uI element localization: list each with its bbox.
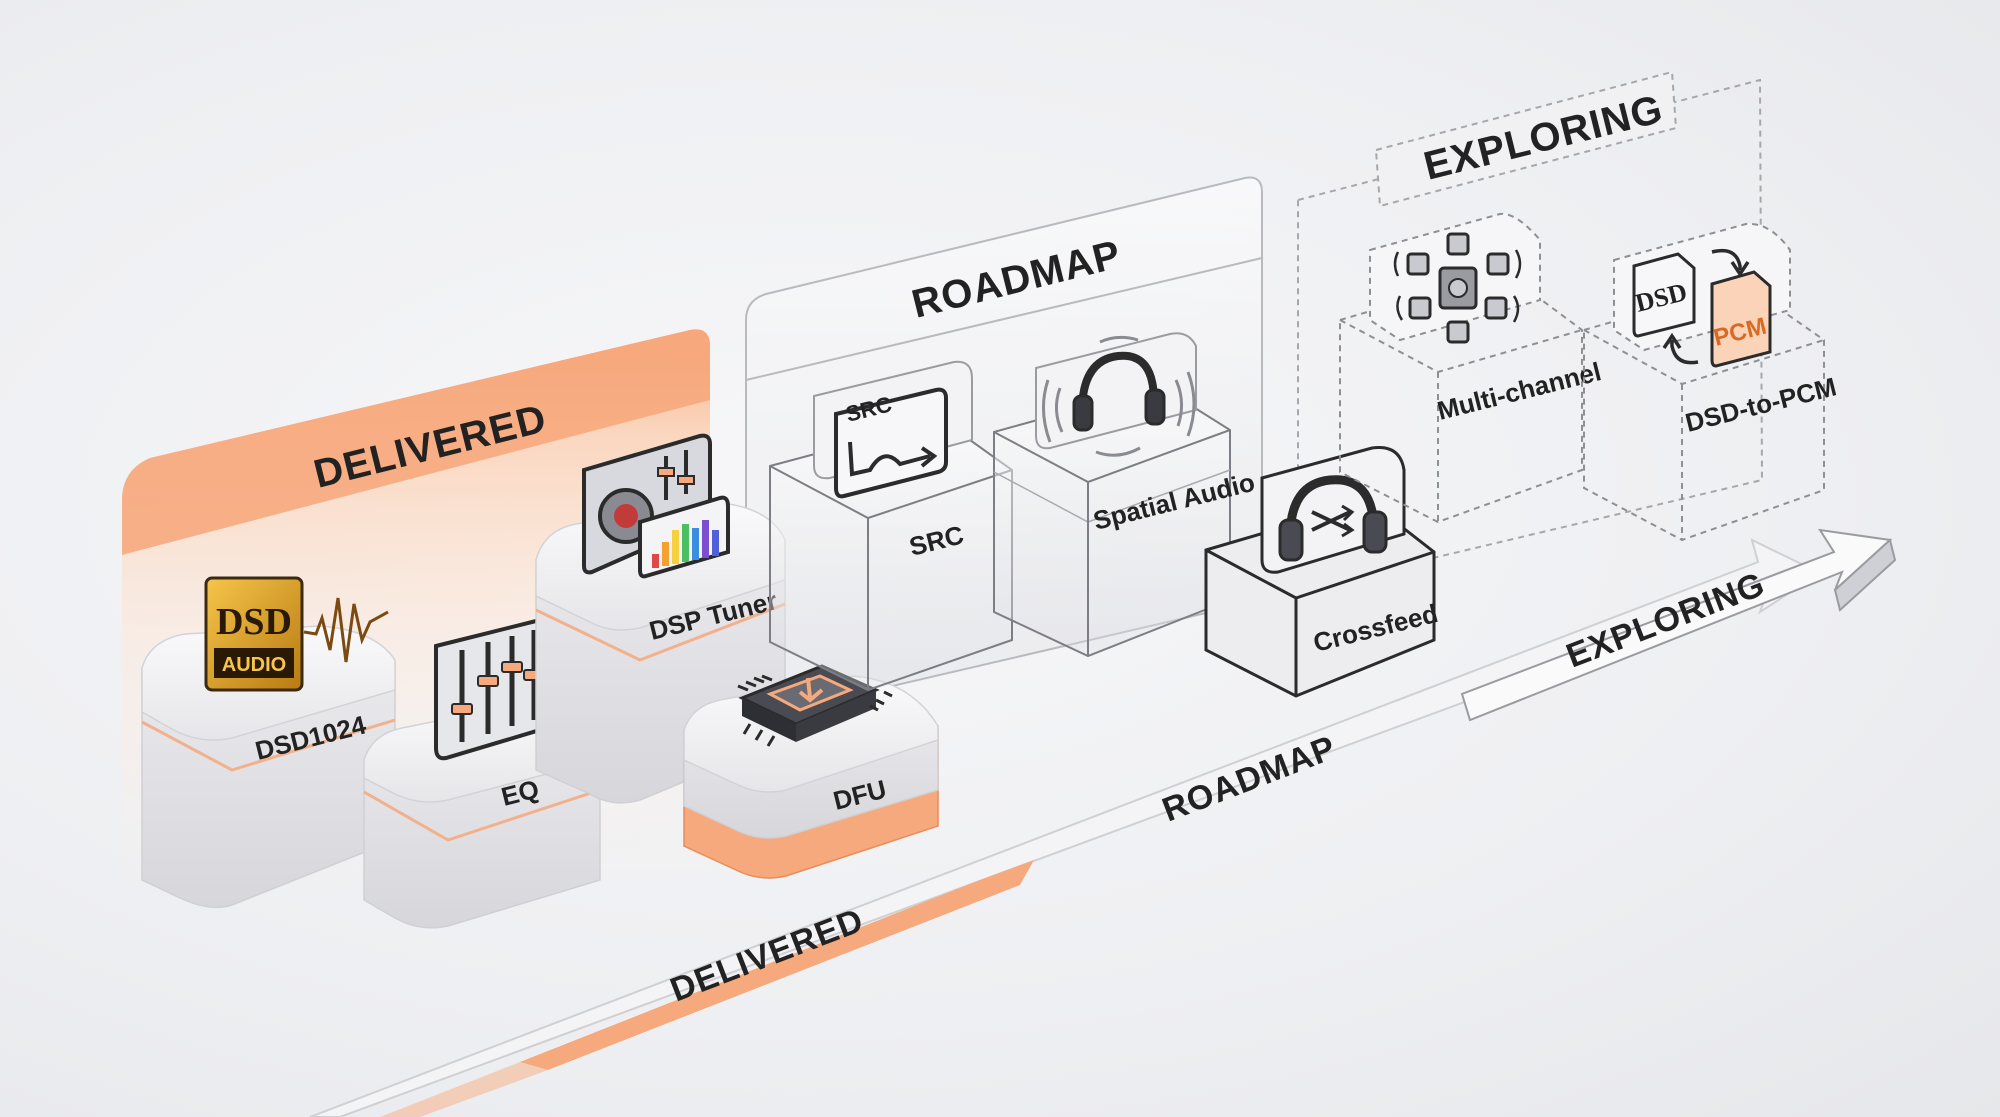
headphones-crossfeed-icon <box>1278 475 1388 562</box>
dsd-badge-top: DSD <box>216 601 292 643</box>
feature-card-src[interactable]: SRC SRC <box>769 360 1013 692</box>
headphones-spatial-icon <box>1041 335 1196 457</box>
dsd-to-pcm-convert-icon: DSD PCM <box>1632 248 1772 368</box>
timeline-label-roadmap: ROADMAP <box>1157 729 1341 830</box>
feature-card-crossfeed[interactable]: Crossfeed <box>1204 445 1441 698</box>
chip-download-icon <box>737 664 893 747</box>
dsd-badge-bottom: AUDIO <box>222 654 286 676</box>
feature-card-eq[interactable]: EQ <box>363 617 601 929</box>
feature-card-multi-channel[interactable]: Multi-channel <box>1339 212 1604 524</box>
dsd-audio-icon: DSD AUDIO <box>204 576 389 692</box>
src-resample-icon: SRC <box>834 387 948 499</box>
timeline-label-exploring: EXPLORING <box>1561 565 1770 675</box>
feature-card-dsd1024[interactable]: DSD AUDIO DSD1024 <box>141 576 396 909</box>
feature-card-dfu[interactable]: DFU <box>683 664 939 879</box>
exploring-zone-title: EXPLORING <box>1420 87 1668 189</box>
feature-card-spatial-audio[interactable]: Spatial Audio <box>993 332 1258 658</box>
dsp-tuner-icon <box>582 433 730 579</box>
equalizer-sliders-icon <box>434 617 554 761</box>
surround-speakers-icon <box>1393 232 1522 344</box>
